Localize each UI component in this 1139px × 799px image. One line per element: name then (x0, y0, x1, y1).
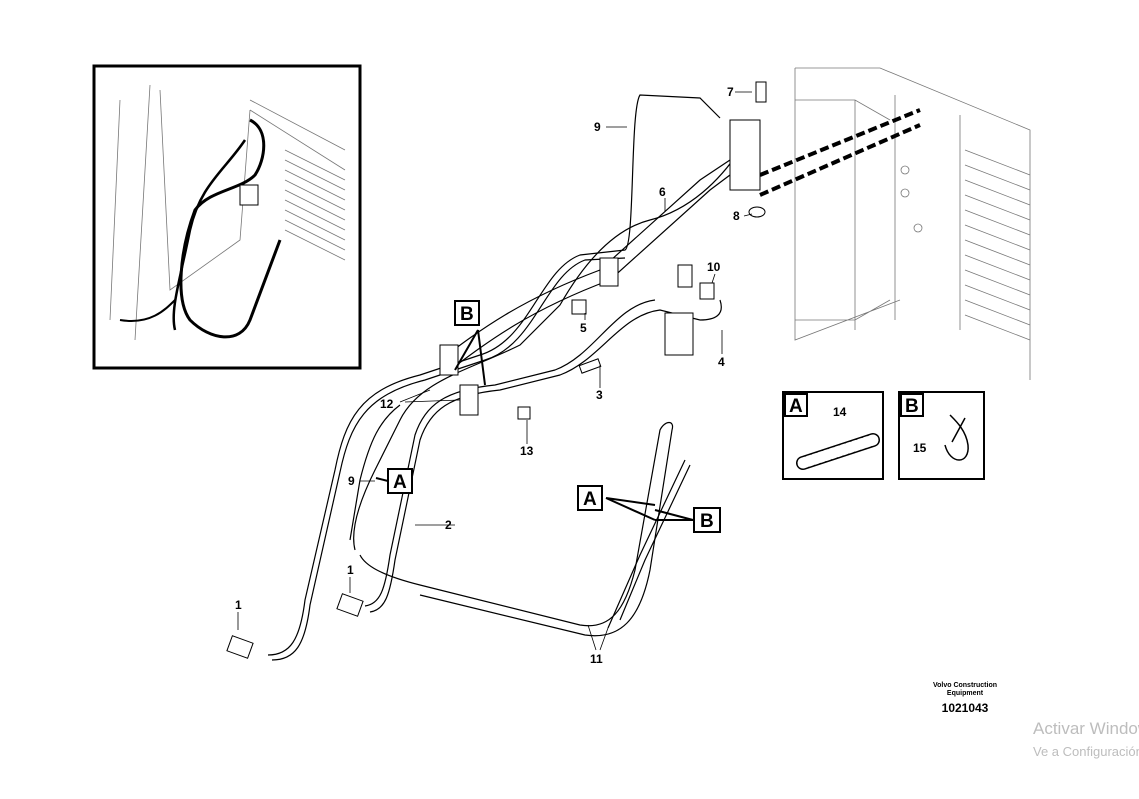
marker-boxes: B A A B (387, 300, 721, 533)
callout-6: 6 (659, 185, 666, 199)
callout-13: 13 (520, 444, 534, 458)
callout-1: 1 (347, 563, 354, 577)
callout-2: 2 (445, 518, 452, 532)
marker-a-mid: A (583, 489, 597, 510)
marker-a-left: A (393, 472, 407, 493)
drawing-number: 1021043 (941, 701, 989, 715)
detail-a-label: A (789, 396, 803, 417)
brand-label: Volvo Construction Equipment (932, 682, 998, 697)
callout-14: 14 (833, 405, 847, 419)
leader-lines (237, 91, 945, 651)
callout-11: 11 (590, 652, 603, 666)
cable-tie-icon (944, 414, 969, 461)
inset-overview (92, 64, 362, 370)
callouts: 7 9 6 8 10 5 4 3 12 13 9 2 1 1 11 (235, 85, 740, 666)
callout-15: 15 (913, 441, 927, 455)
windows-activation-watermark-subtitle: Ve a Configuración (1033, 744, 1139, 759)
protective-sleeve-icon (796, 433, 880, 470)
callout-9b: 9 (348, 474, 355, 488)
callout-8: 8 (733, 209, 740, 223)
detail-b-label: B (905, 396, 919, 417)
callout-12: 12 (380, 397, 394, 411)
marker-b-top: B (460, 304, 474, 325)
callout-5: 5 (580, 321, 587, 335)
frame-panel (759, 67, 1031, 380)
fittings (226, 81, 767, 659)
callout-1b: 1 (235, 598, 242, 612)
callout-7: 7 (727, 85, 734, 99)
detail-b: B 15 (898, 391, 985, 480)
windows-activation-watermark-title: Activar Windows (1033, 719, 1139, 738)
callout-9: 9 (594, 120, 601, 134)
marker-b-mid: B (700, 511, 714, 532)
callout-10: 10 (707, 260, 721, 274)
detail-a: A 14 (782, 391, 884, 480)
callout-3: 3 (596, 388, 603, 402)
callout-4: 4 (718, 355, 725, 369)
